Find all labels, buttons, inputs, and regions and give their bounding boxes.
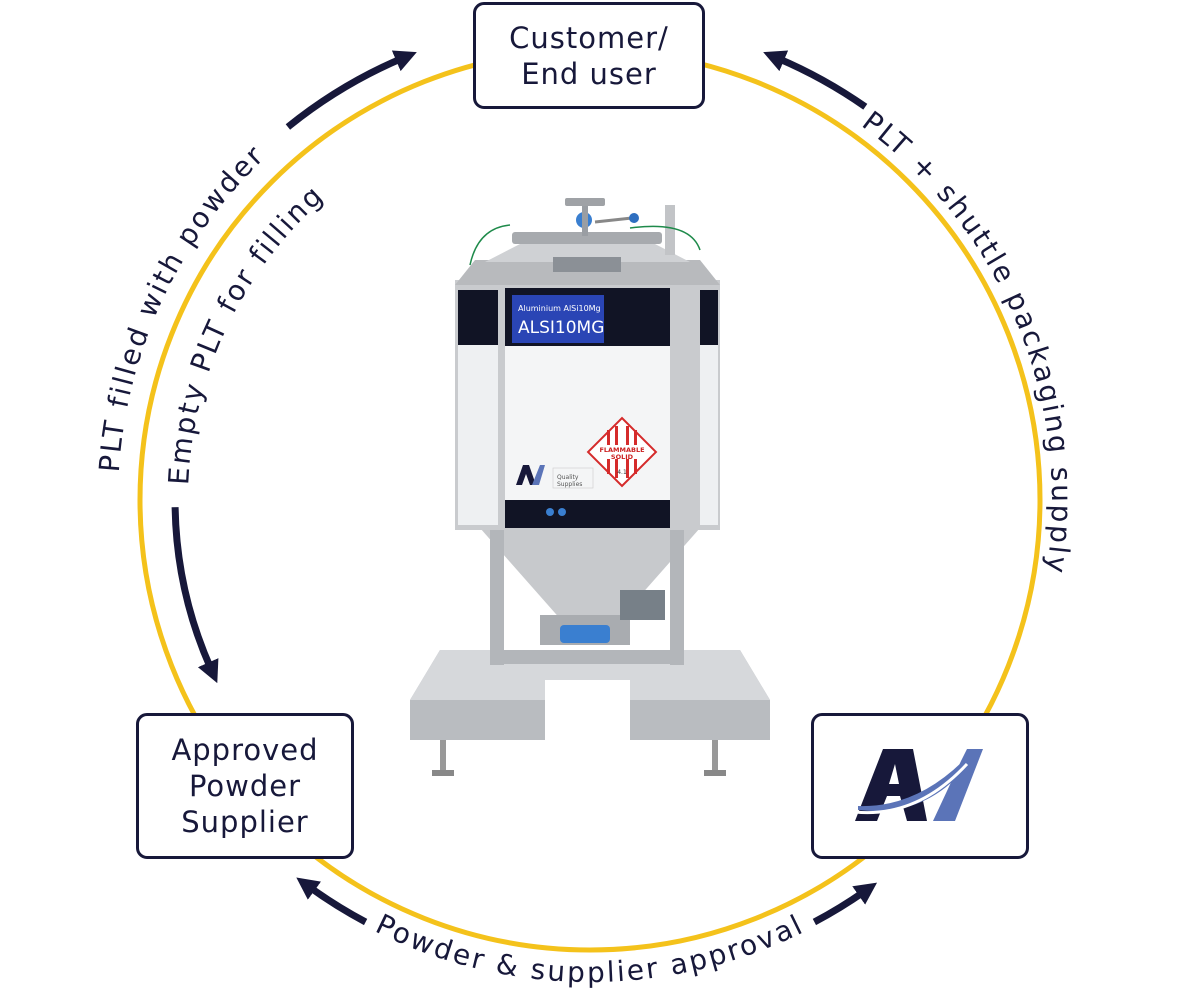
product-label-large: ALSI10MG: [518, 318, 604, 338]
arrow-from-customer-icon: [763, 50, 868, 110]
quality-label-2: Supplies: [557, 481, 582, 488]
plt-container-image: Aluminium AlSi10Mg ALSI10MG FLAMMABLE SO…: [410, 198, 770, 776]
product-label-small: Aluminium AlSi10Mg: [518, 304, 601, 313]
hazard-text-bottom: SOLID: [611, 453, 634, 461]
arrow-to-supplier-bottom-icon: [296, 877, 368, 926]
node-customer-line-1: Customer/: [509, 20, 669, 55]
quality-label-1: Quality: [557, 474, 579, 481]
flow-label-shuttle-supply: PLT + shuttle packaging supply: [856, 105, 1078, 578]
arrow-to-brand-icon: [812, 882, 878, 926]
node-brand: [811, 713, 1029, 859]
hazard-text-top: FLAMMABLE: [599, 446, 644, 454]
node-customer-end-user: Customer/ End user: [473, 2, 705, 109]
arrow-to-supplier-icon: [171, 507, 219, 684]
node-supplier-line-2: Powder: [188, 769, 302, 803]
node-approved-powder-supplier: Approved Powder Supplier: [136, 713, 354, 859]
am-logo-icon: [855, 749, 983, 821]
node-supplier-line-1: Approved: [171, 733, 319, 767]
node-customer-line-2: End user: [521, 56, 657, 91]
hazard-class: 4.1: [617, 469, 627, 476]
node-supplier-line-3: Supplier: [181, 805, 309, 839]
arrow-to-customer-icon: [285, 50, 417, 130]
